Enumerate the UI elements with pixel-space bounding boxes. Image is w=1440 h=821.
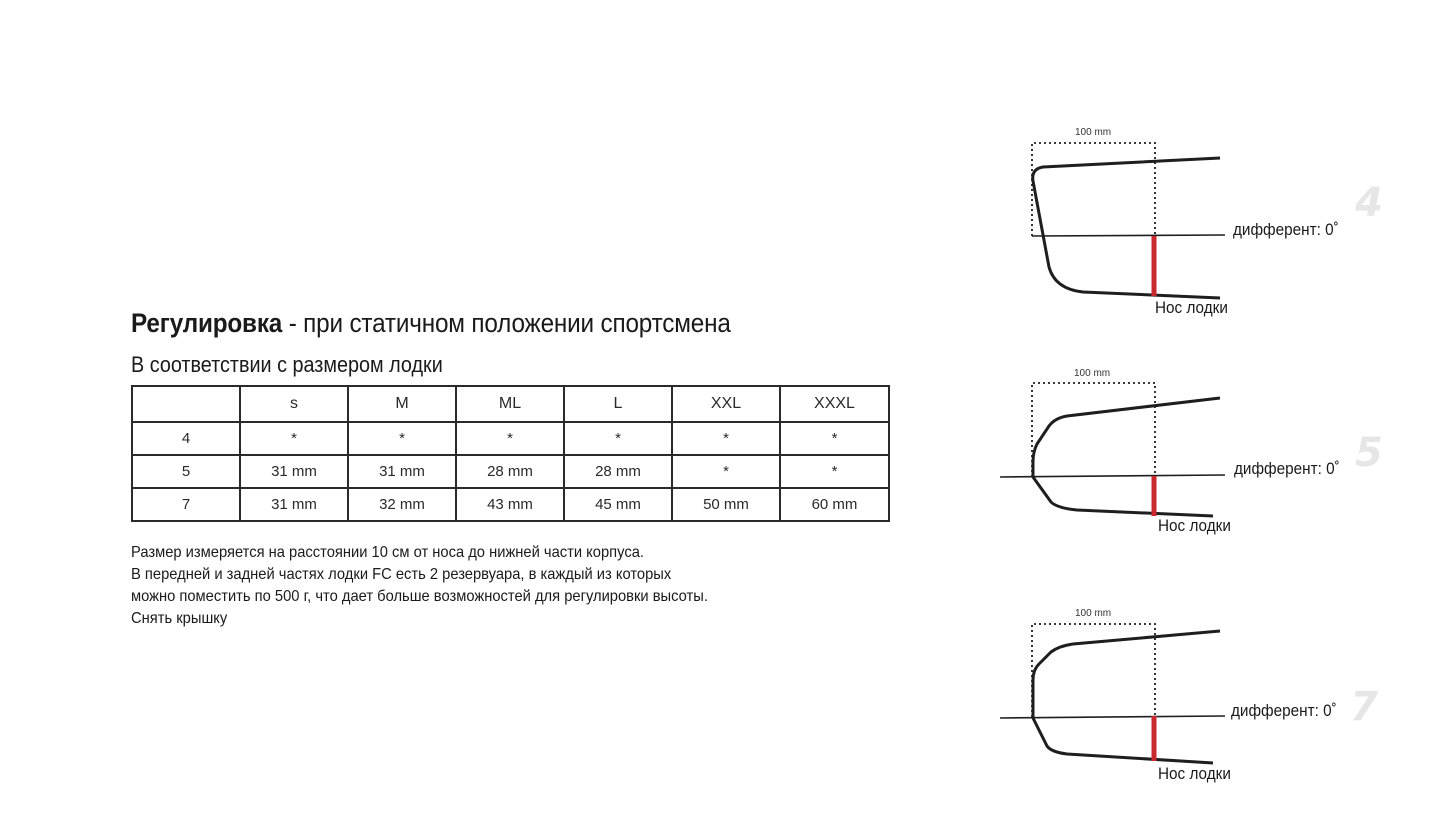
page-title: Регулировка - при статичном положении сп… — [131, 308, 731, 339]
dimension-label: 100 mm — [1075, 127, 1112, 138]
table-cell: 7 — [131, 487, 241, 522]
remove-lid-link[interactable]: Снять крышку — [131, 610, 228, 627]
model-watermark: 4 — [1355, 180, 1383, 226]
table-header-cell — [131, 385, 241, 423]
note-line: Размер измеряется на расстоянии 10 см от… — [131, 544, 644, 561]
table-cell: * — [671, 454, 781, 489]
dimension-label: 100 mm — [1075, 608, 1112, 619]
table-header-cell: L — [563, 385, 673, 423]
trim-diagram-5: 100 mm дифферент: 0˚ Нос лодки 5 — [995, 366, 1383, 566]
table-cell: 31 mm — [347, 454, 457, 489]
table-cell: 28 mm — [455, 454, 565, 489]
table-cell: 31 mm — [239, 487, 349, 522]
trim-diagram-4: 100 mm дифферент: 0˚ Нос лодки 4 — [995, 125, 1383, 325]
size-table: s M ML L XXL XXXL 4 * * * * * * 5 31 mm … — [131, 385, 890, 522]
table-cell: 4 — [131, 421, 241, 456]
table-cell: 45 mm — [563, 487, 673, 522]
table-cell: * — [347, 421, 457, 456]
table-cell: * — [563, 421, 673, 456]
bow-label: Нос лодки — [1158, 764, 1231, 783]
model-watermark: 7 — [1350, 684, 1378, 730]
table-cell: 5 — [131, 454, 241, 489]
bow-profile-icon — [1031, 142, 1226, 300]
table-cell: * — [779, 421, 890, 456]
bow-profile-icon — [999, 382, 1226, 518]
table-row: 4 * * * * * * — [131, 421, 890, 456]
table-cell: * — [455, 421, 565, 456]
page-subtitle: В соответствии с размером лодки — [131, 352, 443, 377]
bow-profile-icon — [999, 623, 1226, 765]
table-row: 7 31 mm 32 mm 43 mm 45 mm 50 mm 60 mm — [131, 487, 890, 522]
table-cell: 60 mm — [779, 487, 890, 522]
notes-block: Размер измеряется на расстоянии 10 см от… — [131, 542, 775, 630]
table-header-cell: s — [239, 385, 349, 423]
table-cell: 31 mm — [239, 454, 349, 489]
title-rest: - при статичном положении спортсмена — [282, 308, 731, 338]
table-cell: * — [239, 421, 349, 456]
trim-label: дифферент: 0˚ — [1233, 220, 1339, 239]
trim-diagram-7: 100 mm дифферент: 0˚ Нос лодки 7 — [995, 606, 1378, 806]
table-cell: 43 mm — [455, 487, 565, 522]
table-cell: * — [671, 421, 781, 456]
table-row: 5 31 mm 31 mm 28 mm 28 mm * * — [131, 454, 890, 489]
dimension-label: 100 mm — [1074, 368, 1111, 379]
model-watermark: 5 — [1355, 430, 1383, 476]
table-header-cell: M — [347, 385, 457, 423]
table-cell: 32 mm — [347, 487, 457, 522]
note-line: В передней и задней частях лодки FC есть… — [131, 566, 672, 583]
note-line: можно поместить по 500 г, что дает больш… — [131, 588, 708, 605]
trim-label: дифферент: 0˚ — [1231, 701, 1337, 720]
table-header-cell: XXL — [671, 385, 781, 423]
table-cell: 50 mm — [671, 487, 781, 522]
table-header-cell: XXXL — [779, 385, 890, 423]
table-cell: 28 mm — [563, 454, 673, 489]
table-cell: * — [779, 454, 890, 489]
bow-label: Нос лодки — [1155, 298, 1228, 317]
title-bold: Регулировка — [131, 308, 283, 338]
trim-label: дифферент: 0˚ — [1234, 459, 1340, 478]
table-header-row: s M ML L XXL XXXL — [131, 385, 890, 423]
table-header-cell: ML — [455, 385, 565, 423]
bow-label: Нос лодки — [1158, 516, 1231, 535]
